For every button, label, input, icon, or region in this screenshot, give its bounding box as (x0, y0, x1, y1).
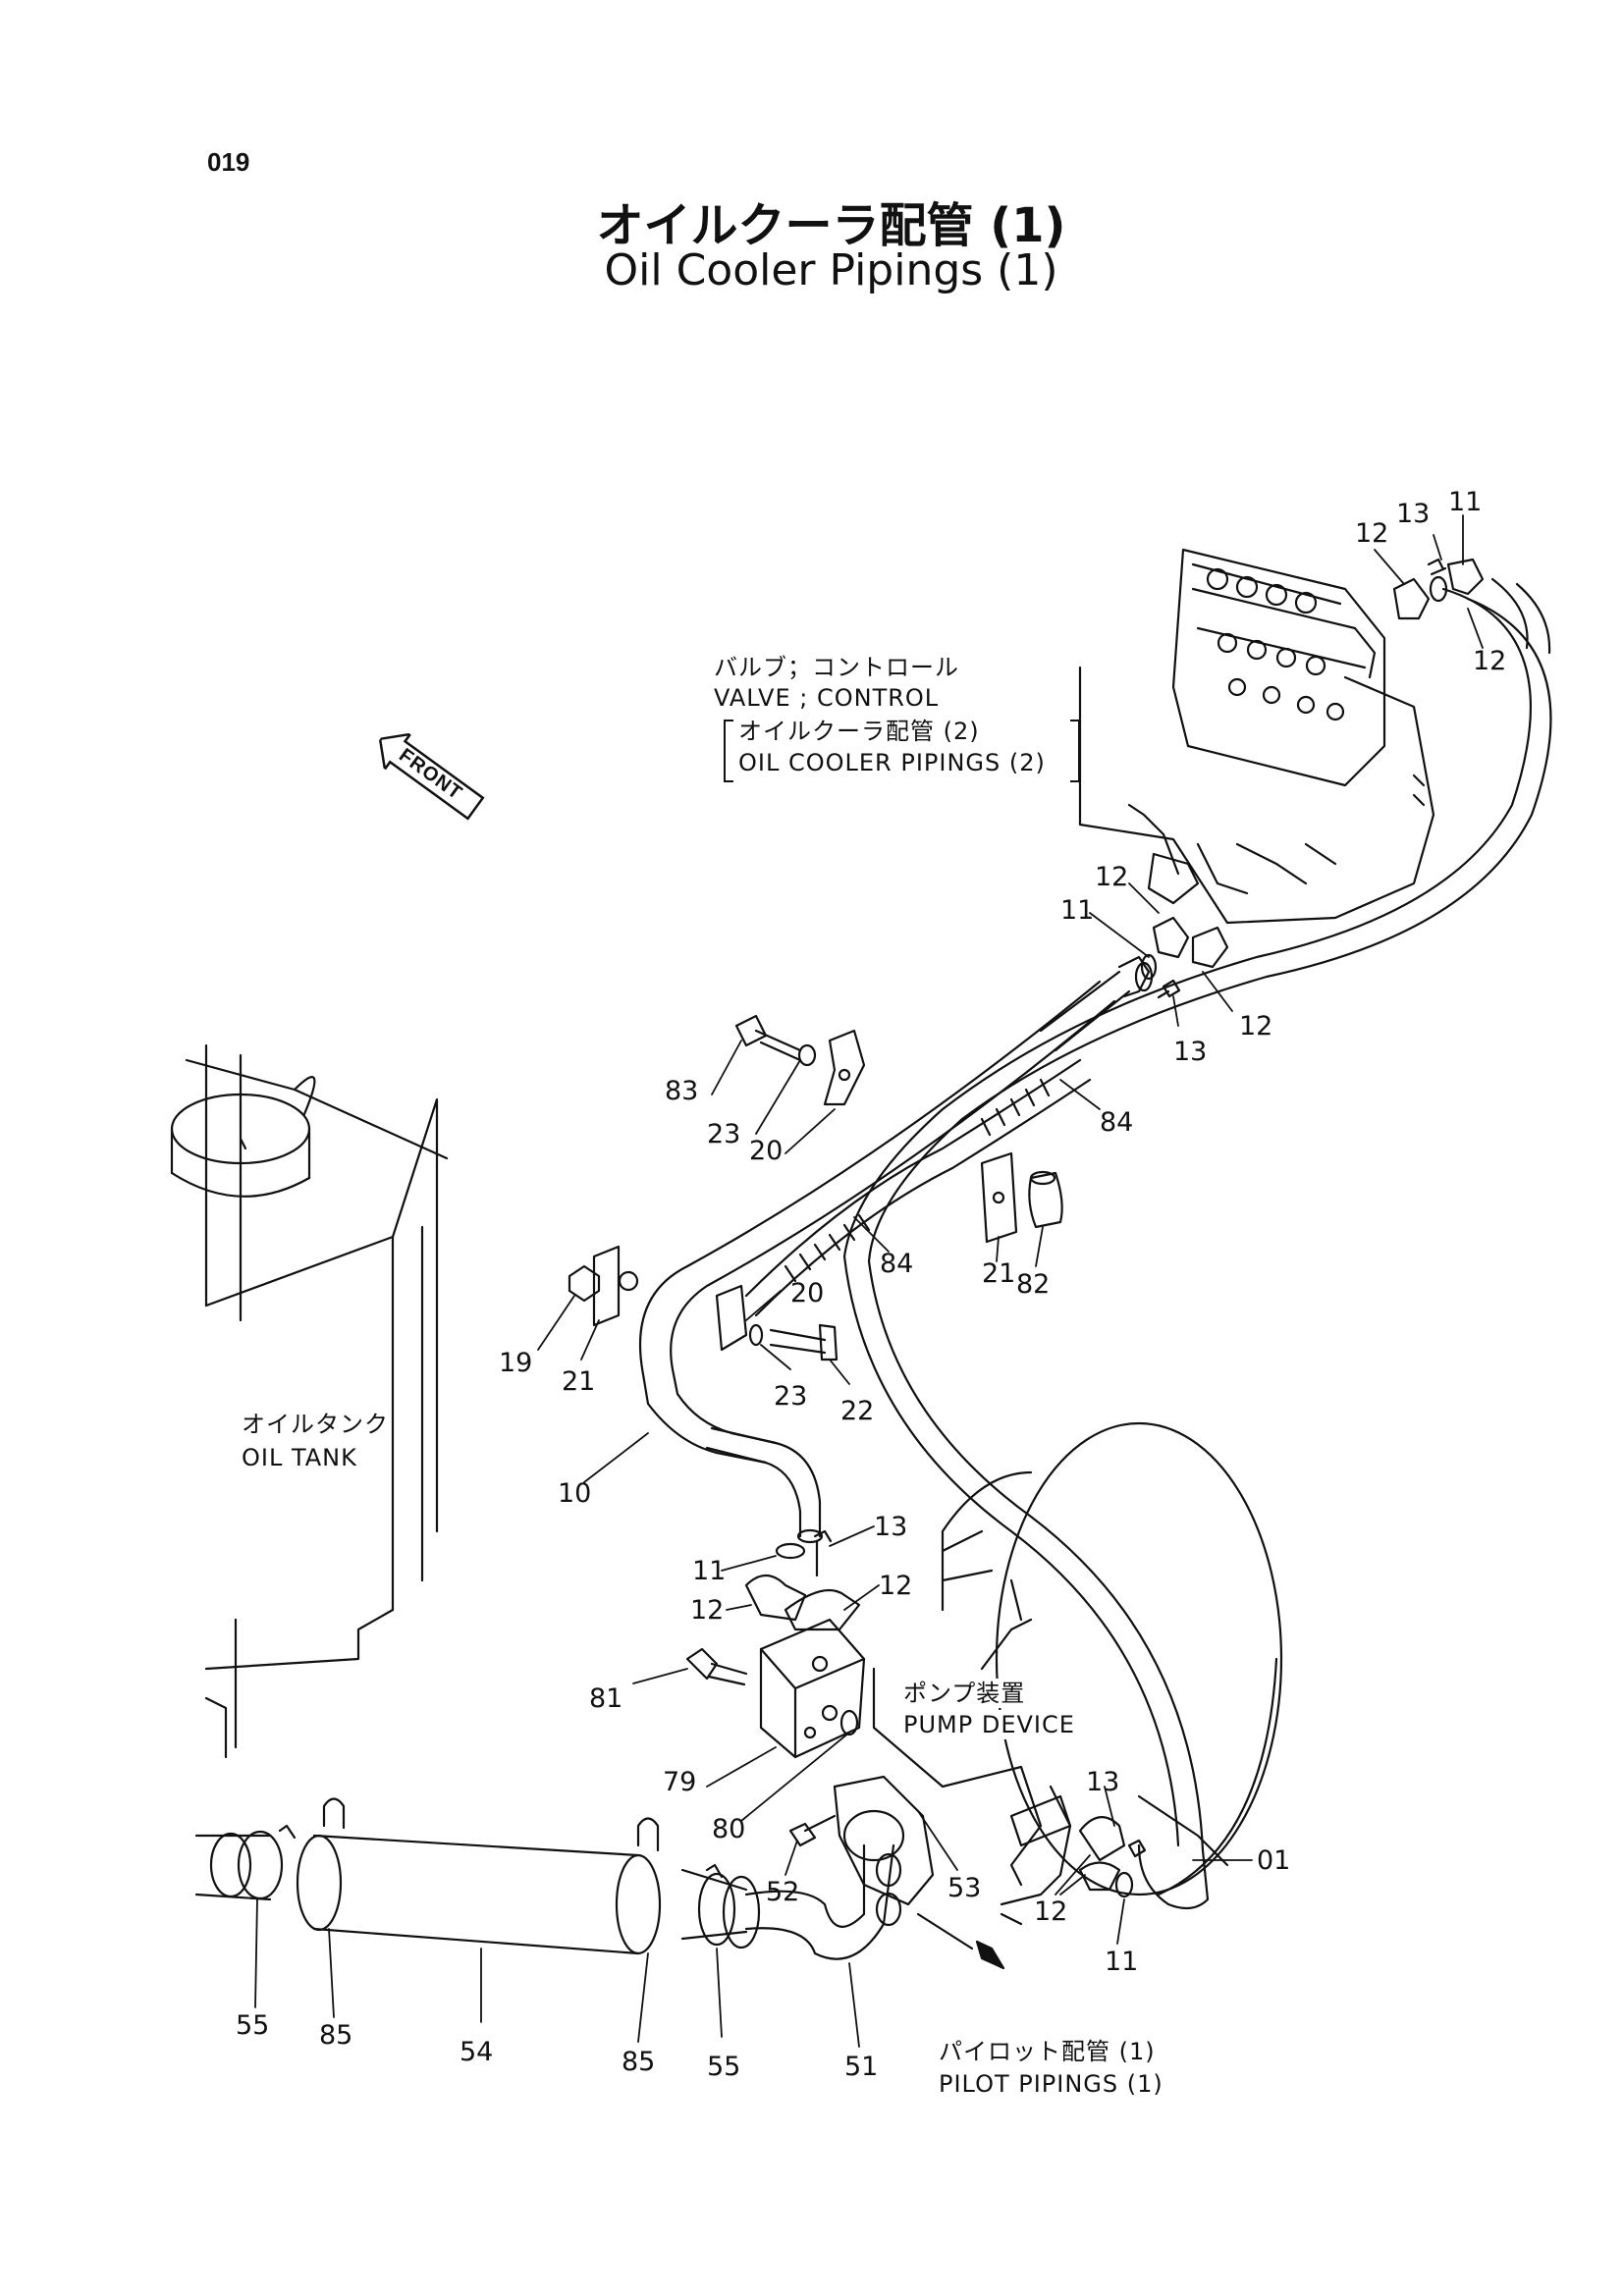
page-number: 019 (207, 147, 250, 177)
callout-22: 22 (840, 1396, 875, 1426)
hose-01 (844, 579, 1550, 1908)
leader-lines (255, 515, 1483, 2047)
pilot-pipings-label-en: PILOT PIPINGS (1) (939, 2070, 1163, 2098)
callout-55: 55 (236, 2010, 270, 2041)
pump-device-label-en: PUMP DEVICE (903, 1710, 1075, 1739)
callout-55: 55 (707, 2052, 741, 2082)
oil-cooler-pipings-2-label-jp: オイルクーラ配管 (2) (738, 718, 980, 745)
oil-tank-outline (172, 1045, 447, 1757)
callout-13: 13 (1173, 1037, 1208, 1067)
callout-12: 12 (1034, 1896, 1068, 1927)
callout-12: 12 (1473, 646, 1507, 676)
pilot-pipings-label-jp: パイロット配管 (1) (939, 2038, 1156, 2065)
callout-11: 11 (692, 1556, 727, 1586)
callout-13: 13 (874, 1512, 908, 1542)
callout-23: 23 (774, 1381, 808, 1412)
callout-85: 85 (622, 2047, 656, 2077)
callout-13: 13 (1086, 1767, 1120, 1797)
callout-19: 19 (499, 1348, 533, 1378)
callout-83: 83 (665, 1076, 699, 1106)
callout-01: 01 (1257, 1845, 1291, 1876)
callout-20: 20 (749, 1136, 784, 1166)
control-valve-label-jp: バルブ；コントロール (714, 654, 959, 681)
callout-85: 85 (319, 2020, 353, 2051)
oil-cooler-pipings-2-label-en: OIL COOLER PIPINGS (2) (738, 749, 1046, 776)
callout-12: 12 (879, 1571, 913, 1601)
callout-79: 79 (663, 1767, 697, 1797)
small-parts (569, 560, 1483, 1959)
callout-12: 12 (1095, 862, 1129, 892)
callout-12: 12 (1355, 518, 1389, 549)
oil-cooler-tube-54 (196, 1799, 759, 1954)
front-arrow-icon: FRONT (367, 721, 496, 831)
callout-53: 53 (947, 1873, 982, 1903)
pump-device-outline (874, 1423, 1281, 1924)
callout-80: 80 (712, 1814, 746, 1844)
pump-device-label-jp: ポンプ装置 (903, 1679, 1026, 1708)
callout-20: 20 (790, 1278, 825, 1308)
callout-11: 11 (1060, 895, 1095, 926)
pilot-pipings-arrow (918, 1914, 1003, 1968)
callout-84: 84 (880, 1249, 914, 1279)
callout-21: 21 (982, 1258, 1016, 1289)
callout-84: 84 (1100, 1107, 1134, 1138)
hose-10 (640, 982, 1114, 1463)
callout-81: 81 (589, 1683, 623, 1714)
callout-23: 23 (707, 1119, 741, 1149)
oil-tank-label-jp: オイルタンク (242, 1411, 389, 1438)
callout-82: 82 (1016, 1269, 1051, 1300)
callout-52: 52 (766, 1877, 800, 1907)
callout-51: 51 (844, 2052, 879, 2082)
callout-54: 54 (460, 2037, 494, 2067)
callout-11: 11 (1448, 487, 1483, 517)
oil-tank-label-en: OIL TANK (242, 1444, 357, 1471)
hose-84-lower (746, 1060, 1090, 1315)
callout-12: 12 (1239, 1011, 1273, 1041)
bracket-left (724, 720, 733, 782)
hose-end-fittings (707, 957, 1152, 1542)
callout-21: 21 (562, 1366, 596, 1397)
page-title-en: Oil Cooler Pipings (1) (604, 245, 1058, 295)
control-valve-outline (1080, 550, 1434, 923)
callout-10: 10 (558, 1478, 592, 1509)
control-valve-label-en: VALVE ; CONTROL (714, 684, 940, 712)
callout-11: 11 (1105, 1947, 1139, 1977)
callout-13: 13 (1396, 499, 1431, 529)
bracket-right (1070, 720, 1080, 782)
callout-12: 12 (690, 1595, 725, 1626)
page-title-jp: オイルクーラ配管 (1) (596, 198, 1066, 253)
